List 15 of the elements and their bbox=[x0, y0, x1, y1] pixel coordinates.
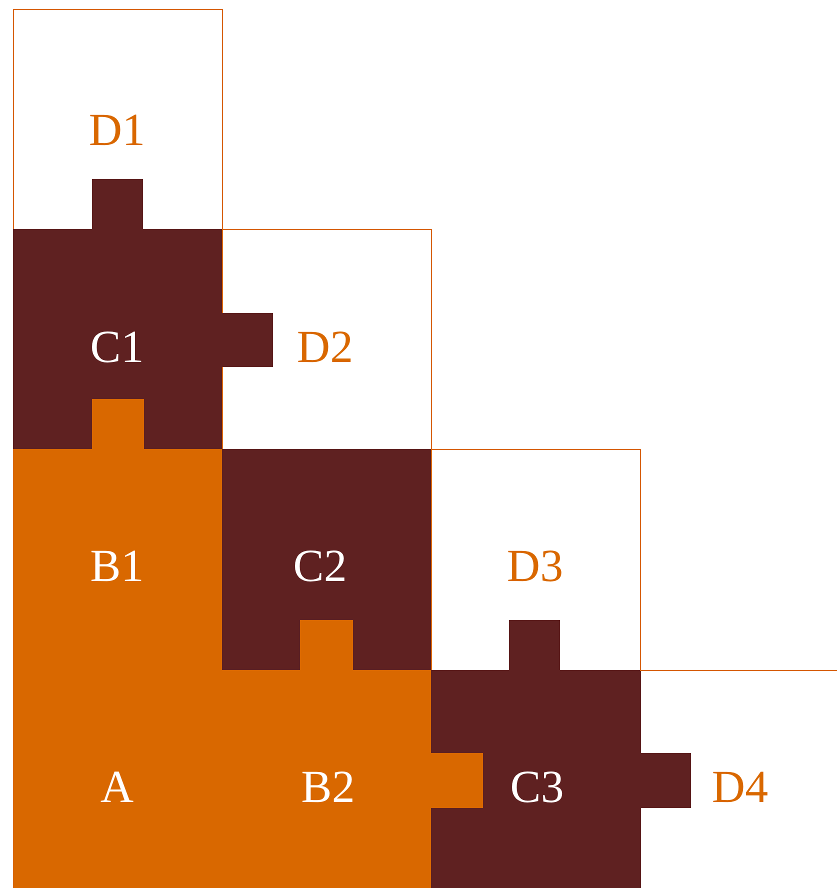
piece-label: D4 bbox=[712, 764, 768, 810]
piece-label: B1 bbox=[90, 543, 144, 589]
piece-label: A bbox=[100, 764, 134, 810]
puzzle-piece bbox=[13, 449, 223, 671]
piece-label: D3 bbox=[506, 543, 564, 589]
piece-label: B2 bbox=[301, 764, 355, 810]
piece-label: C2 bbox=[293, 543, 347, 589]
puzzle-piece bbox=[431, 670, 641, 888]
piece-label: D2 bbox=[296, 324, 354, 370]
puzzle-piece bbox=[222, 449, 432, 671]
piece-label: C1 bbox=[90, 324, 144, 370]
piece-label: D1 bbox=[88, 107, 146, 153]
piece-label: C3 bbox=[510, 764, 564, 810]
puzzle-piece bbox=[13, 229, 223, 450]
puzzle-piece bbox=[222, 670, 432, 888]
